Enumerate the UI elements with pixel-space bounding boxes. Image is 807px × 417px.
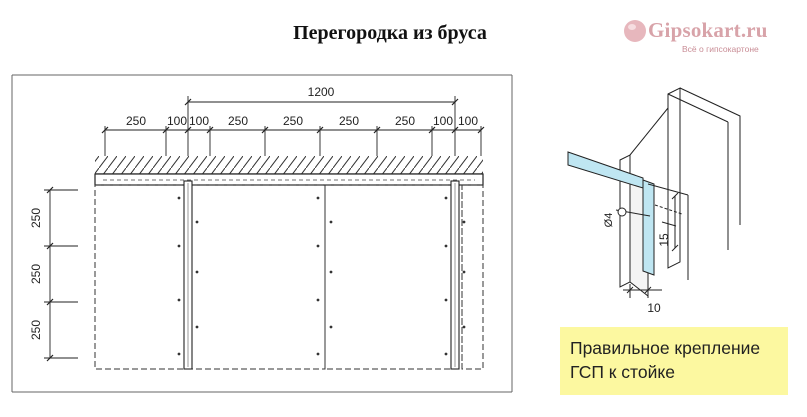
- detail-dim-height: 15: [657, 233, 671, 247]
- dimension-side: 250: [29, 208, 43, 228]
- caption-box: Правильное крепление ГСП к стойке: [560, 327, 788, 395]
- dimension-side: 250: [29, 264, 43, 284]
- dimension-side: 250: [29, 320, 43, 340]
- page-title: Перегородка из бруса: [293, 22, 487, 44]
- dimension-top: 100: [433, 114, 453, 128]
- detail-dim-hole: Ø4: [603, 213, 615, 228]
- dimension-top: 250: [283, 114, 303, 128]
- post-back-face: [667, 87, 681, 269]
- caption-line: ГСП к стойке: [570, 362, 675, 382]
- logo-sphere-icon: [624, 20, 646, 42]
- dimension-total: 1200: [308, 85, 335, 99]
- dimension-top: 100: [458, 114, 478, 128]
- logo-name: Gipsokart.ru: [648, 18, 768, 42]
- dimension-top: 250: [228, 114, 248, 128]
- caption-line: Правильное крепление: [570, 338, 761, 358]
- side-dimension-lines: [44, 186, 78, 362]
- dimension-top: 250: [126, 114, 146, 128]
- dimension-top: 250: [339, 114, 359, 128]
- drywall-panel: [567, 151, 644, 189]
- ceiling-hatch: [95, 156, 483, 174]
- detail-dimension-lines: [615, 192, 679, 298]
- detail-dim-width: 10: [647, 301, 661, 315]
- dimension-top: 100: [167, 114, 187, 128]
- drywall-sheet: [94, 184, 484, 370]
- frame-outline: [11, 74, 513, 393]
- detail-view: [567, 87, 741, 298]
- dimension-top: 100: [189, 114, 209, 128]
- screw-marks: [177, 196, 466, 356]
- logo-tagline: Всё о гипсокартоне: [682, 44, 759, 54]
- front-view: 1200 250 100 100 250 250 250 250 100 100…: [29, 85, 485, 370]
- top-dimension-lines: [101, 96, 485, 156]
- drywall-edge: [642, 179, 655, 276]
- dimension-top: 250: [395, 114, 415, 128]
- site-logo[interactable]: Gipsokart.ru Всё о гипсокартоне: [618, 16, 807, 60]
- screw-hole-icon: [617, 207, 627, 217]
- top-beam: [94, 173, 484, 186]
